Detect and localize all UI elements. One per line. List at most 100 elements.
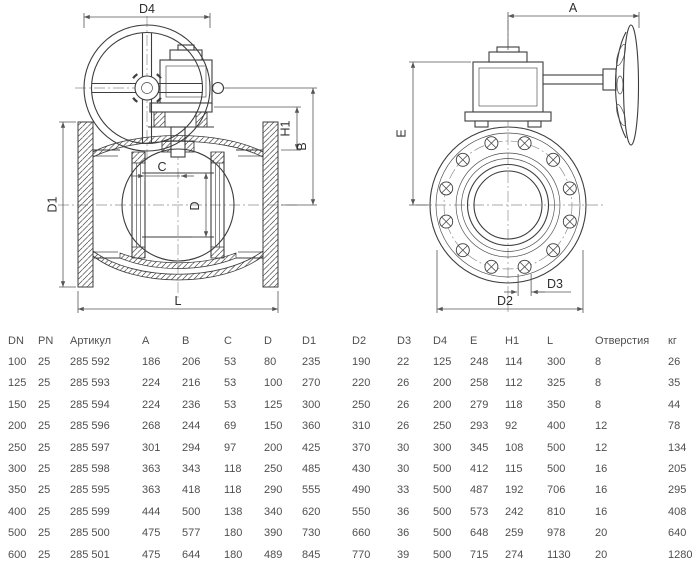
table-cell: 363: [142, 484, 161, 497]
table-cell: 108: [505, 441, 524, 454]
table-cell: 301: [142, 441, 161, 454]
table-cell: 660: [352, 527, 371, 540]
table-cell: 8: [595, 356, 602, 369]
table-cell: 25: [38, 356, 51, 369]
table-cell: 69: [224, 420, 237, 433]
table-cell: 285 599: [70, 505, 110, 518]
dimension-b: B: [224, 87, 317, 206]
valve-stem: [161, 126, 195, 158]
side-view-drawing: D4 H1 B D1: [46, 2, 317, 313]
dimension-a: A: [507, 1, 640, 50]
column-header: D: [264, 334, 272, 347]
table-cell: 340: [264, 505, 283, 518]
table-cell: 224: [142, 398, 161, 411]
input-shaft: [542, 74, 604, 85]
handwheel-spokes: [92, 33, 202, 143]
dimension-c: C: [131, 160, 194, 181]
dim-label-a: A: [569, 1, 578, 15]
table-cell: 16: [595, 484, 608, 497]
table-cell: 250: [8, 441, 27, 454]
table-cell: 258: [470, 377, 489, 390]
column-header: E: [470, 334, 478, 347]
flange-left: [77, 121, 94, 288]
table-cell: 300: [433, 441, 452, 454]
table-cell: 279: [470, 398, 489, 411]
column-header: DN: [8, 334, 24, 347]
table-cell: 490: [352, 484, 371, 497]
table-cell: 125: [433, 356, 452, 369]
table-cell: 125: [8, 377, 27, 390]
table-cell: 1280: [668, 548, 693, 561]
table-cell: 475: [142, 527, 161, 540]
table-cell: 978: [547, 527, 566, 540]
table-cell: 180: [224, 548, 243, 561]
table-cell: 250: [352, 398, 371, 411]
table-cell: 555: [302, 484, 321, 497]
table-cell: 192: [505, 484, 524, 497]
dimension-d4: D4: [83, 2, 211, 28]
table-cell: 810: [547, 505, 566, 518]
table-cell: 475: [142, 548, 161, 561]
table-cell: 573: [470, 505, 489, 518]
table-cell: 25: [38, 398, 51, 411]
dim-label-d: D: [188, 201, 202, 210]
table-cell: 285 594: [70, 398, 110, 411]
table-cell: 425: [302, 441, 321, 454]
table-cell: 92: [505, 420, 518, 433]
gearbox: [464, 46, 552, 128]
table-cell: 487: [470, 484, 489, 497]
table-cell: 35: [668, 377, 681, 390]
table-cell: 444: [142, 505, 161, 518]
pipe-necks: [93, 149, 263, 259]
flange-right: [262, 121, 279, 288]
body-shell-top: [92, 135, 264, 158]
column-header: H1: [505, 334, 520, 347]
table-cell: 706: [547, 484, 566, 497]
table-cell: 250: [433, 420, 452, 433]
table-cell: 138: [224, 505, 243, 518]
table-cell: 640: [668, 527, 687, 540]
table-cell: 577: [182, 527, 201, 540]
dim-label-l: L: [175, 294, 182, 308]
table-cell: 53: [224, 398, 237, 411]
table-cell: 16: [595, 505, 608, 518]
table-cell: 150: [8, 398, 27, 411]
table-cell: 350: [547, 398, 566, 411]
dimension-d: D: [188, 172, 210, 238]
table-cell: 190: [352, 356, 371, 369]
table-cell: 550: [352, 505, 371, 518]
table-cell: 25: [38, 377, 51, 390]
table-cell: 285 593: [70, 377, 110, 390]
dimension-l: L: [77, 291, 279, 313]
table-cell: 845: [302, 548, 321, 561]
table-cell: 293: [470, 420, 489, 433]
dim-label-b: B: [295, 142, 309, 150]
column-header: D3: [397, 334, 412, 347]
table-cell: 300: [547, 356, 566, 369]
table-cell: 345: [470, 441, 489, 454]
column-header: PN: [38, 334, 54, 347]
table-cell: 200: [264, 441, 283, 454]
table-cell: 343: [182, 463, 201, 476]
table-cell: 25: [38, 441, 51, 454]
handwheel: [83, 24, 211, 152]
table-cell: 250: [264, 463, 283, 476]
handwheel-side: [542, 24, 640, 146]
table-cell: 270: [302, 377, 321, 390]
table-cell: 390: [264, 527, 283, 540]
technical-drawings: D4 H1 B D1: [46, 1, 640, 313]
table-cell: 1130: [547, 548, 571, 561]
table-cell: 648: [470, 527, 489, 540]
table-cell: 39: [397, 548, 410, 561]
table-cell: 30: [397, 441, 410, 454]
table-cell: 25: [38, 420, 51, 433]
table-cell: 285 596: [70, 420, 110, 433]
table-cell: 285 501: [70, 548, 110, 561]
table-cell: 118: [505, 398, 523, 411]
table-cell: 8: [595, 377, 602, 390]
